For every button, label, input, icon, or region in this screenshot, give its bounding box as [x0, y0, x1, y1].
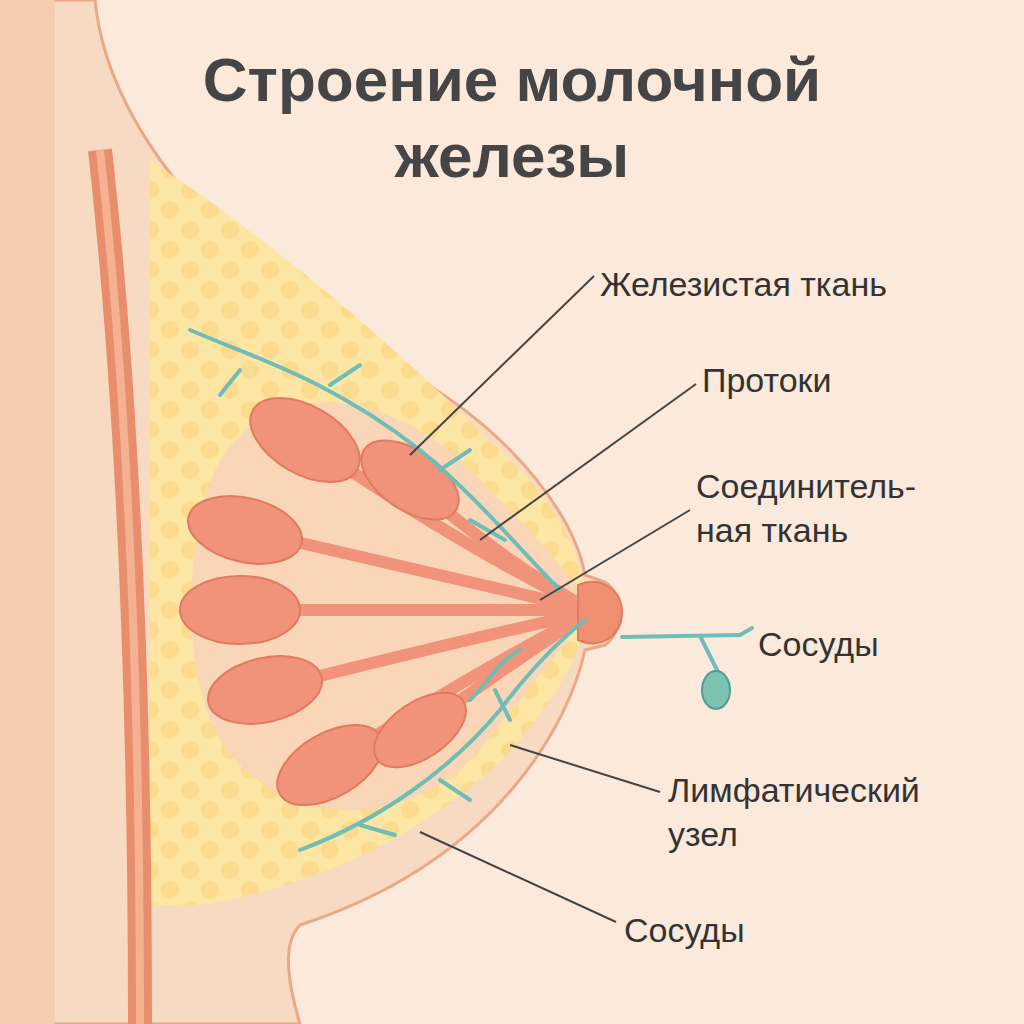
- nipple: [578, 582, 622, 643]
- leader-lines: [410, 276, 696, 922]
- lobules: [180, 381, 479, 822]
- vessels: [190, 330, 752, 850]
- chest-wall-inner: [100, 150, 140, 1024]
- part-label: Сосуды: [624, 908, 924, 952]
- lymph-node: [702, 671, 730, 709]
- part-label: Протоки: [702, 358, 1002, 402]
- part-label: Лимфатический узел: [668, 768, 988, 856]
- body-edge: [0, 0, 55, 1024]
- chest-wall: [100, 150, 140, 1024]
- part-label: Сосуды: [758, 622, 998, 666]
- part-label: Железистая ткань: [600, 262, 1000, 306]
- part-label: Соединитель-ная ткань: [696, 464, 958, 552]
- diagram-title: Строение молочной железы: [142, 42, 882, 194]
